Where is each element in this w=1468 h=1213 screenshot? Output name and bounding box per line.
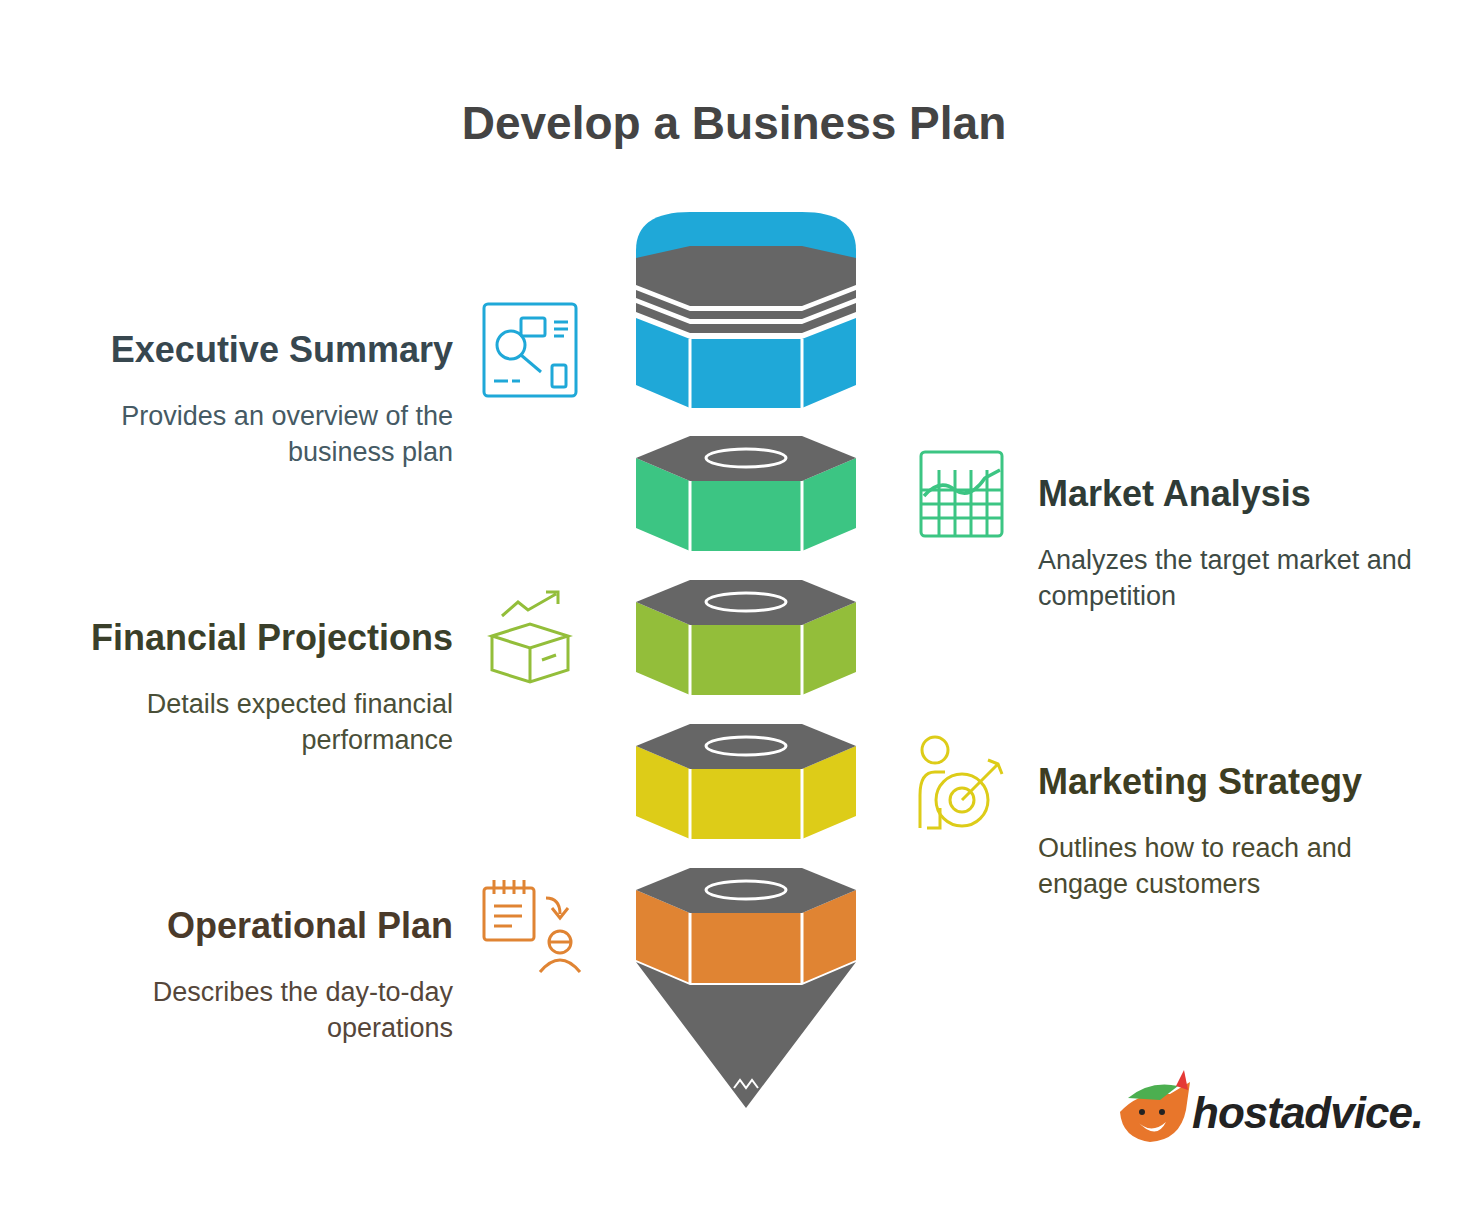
section-heading: Financial Projections (73, 616, 453, 660)
section-description: Outlines how to reach and engage custome… (1038, 830, 1418, 902)
section-description: Describes the day-to-day operations (73, 974, 453, 1046)
section-heading: Market Analysis (1038, 472, 1418, 516)
summary-icon (484, 304, 576, 396)
watermark: hostadvice. (1192, 1088, 1423, 1138)
yellow-layer (636, 724, 856, 839)
section-block: Financial ProjectionsDetails expected fi… (73, 616, 453, 758)
section-block: Operational PlanDescribes the day-to-day… (73, 904, 453, 1046)
finance-icon (492, 592, 568, 682)
marketing-icon (920, 737, 1002, 828)
section-block: Executive SummaryProvides an overview of… (73, 328, 453, 470)
market-icon (921, 452, 1002, 536)
section-description: Analyzes the target market and competiti… (1038, 542, 1418, 614)
lime-layer (636, 580, 856, 695)
top-layer (636, 212, 856, 408)
orange-layer (636, 868, 856, 983)
section-heading: Executive Summary (73, 328, 453, 372)
operations-icon (484, 880, 580, 972)
section-block: Market AnalysisAnalyzes the target marke… (1038, 472, 1418, 614)
green-layer (636, 436, 856, 551)
section-block: Marketing StrategyOutlines how to reach … (1038, 760, 1418, 902)
section-heading: Operational Plan (73, 904, 453, 948)
diagram-title: Develop a Business Plan (0, 96, 1468, 150)
section-description: Provides an overview of the business pla… (73, 398, 453, 470)
cone-tip (636, 962, 856, 1108)
section-heading: Marketing Strategy (1038, 760, 1418, 804)
section-description: Details expected financial performance (73, 686, 453, 758)
logo-fox (1120, 1070, 1190, 1142)
